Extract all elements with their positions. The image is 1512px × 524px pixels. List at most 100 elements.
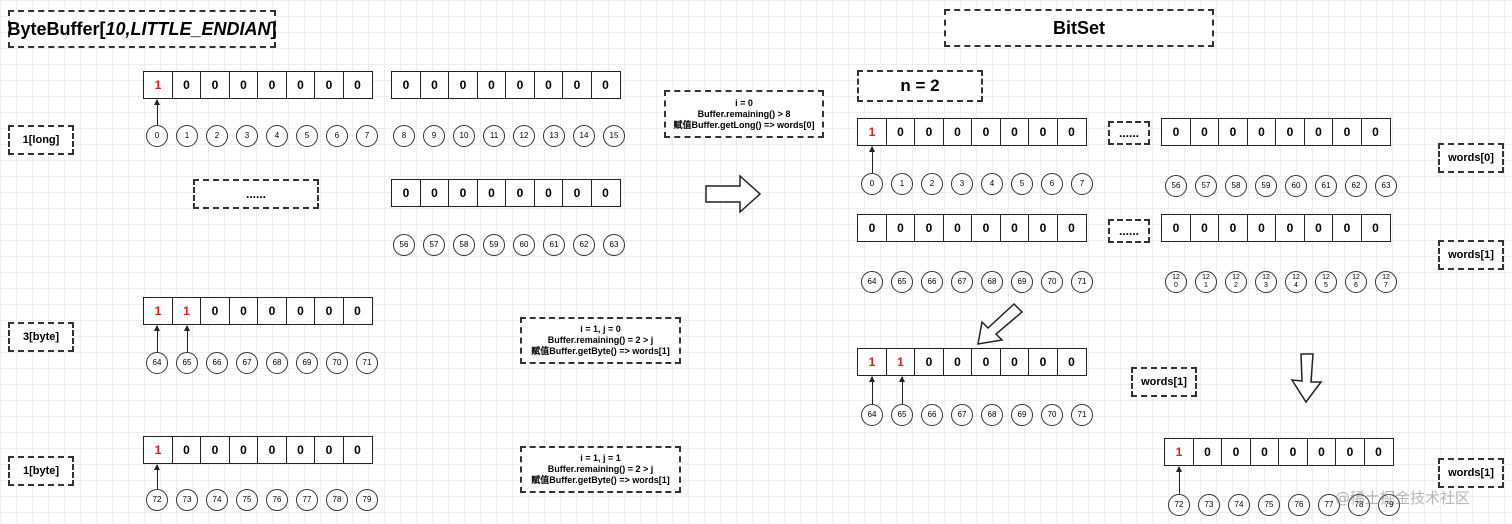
bit-index-circle: 68: [981, 271, 1003, 293]
pointer-arrow: [869, 146, 875, 173]
note-line: 赋值Buffer.getLong() => words[0]: [673, 119, 815, 130]
bit-cell: 0: [1332, 214, 1362, 242]
bit-index-circle: 59: [1255, 175, 1277, 197]
bit-index-circle: 74: [1228, 494, 1250, 516]
bit-index-circle: 66: [921, 271, 943, 293]
bit-cell: 0: [1218, 214, 1248, 242]
bit-cell: 0: [885, 118, 916, 146]
bit-index-circle: 72: [1168, 494, 1190, 516]
bit-cell: 0: [914, 348, 944, 376]
bit-index-circle: 56: [1165, 175, 1187, 197]
bit-index-circle: 58: [1225, 175, 1247, 197]
bit-cell: 0: [419, 179, 450, 207]
note-line: i = 1, j = 0: [580, 324, 621, 334]
bit-index-circle: 58: [453, 234, 475, 256]
bit-cell: 0: [285, 297, 316, 325]
bit-index-circle: 61: [1315, 175, 1337, 197]
bit-index-circle: 73: [176, 489, 198, 511]
bit-index-circle: 68: [981, 404, 1003, 426]
bit-cell: 0: [1275, 118, 1305, 146]
bit-index-circle: 127: [1375, 271, 1397, 293]
bit-index-circle: 4: [266, 125, 288, 147]
bit-index-circle: 71: [1071, 404, 1093, 426]
bit-cell: 0: [505, 179, 535, 207]
bytebuffer-title-prefix: ByteBuffer[: [7, 18, 106, 39]
bit-cell: 0: [533, 179, 564, 207]
bit-index-circle: 70: [1041, 404, 1063, 426]
bit-index-circle: 59: [483, 234, 505, 256]
note-line: Buffer.remaining() = 2 > j: [547, 464, 654, 474]
bit-cell: 0: [448, 71, 478, 99]
bit-index-circle: 126: [1345, 271, 1367, 293]
bit-cell: 0: [1246, 214, 1277, 242]
bit-cell: 0: [257, 297, 287, 325]
bit-cell: 0: [1246, 118, 1277, 146]
bit-cell: 0: [971, 118, 1001, 146]
bit-cell: 0: [1303, 214, 1334, 242]
bit-cell: 0: [562, 179, 592, 207]
bit-cell: 0: [1218, 118, 1248, 146]
bit-index-circle: 13: [543, 125, 565, 147]
bit-cell: 0: [285, 436, 316, 464]
bit-cell: 0: [1192, 438, 1223, 466]
label-1-long: 1[long]: [8, 125, 74, 155]
bit-index-circle: 121: [1195, 271, 1217, 293]
bit-cell: 0: [1056, 118, 1087, 146]
bit-index-circle: 8: [393, 125, 415, 147]
bit-cell: 1: [143, 71, 173, 99]
bit-index-circle: 0: [861, 173, 883, 195]
bit-cell: 0: [942, 118, 973, 146]
bit-cell: 0: [171, 436, 202, 464]
bit-cell: 0: [314, 436, 344, 464]
bit-cell: 0: [1360, 214, 1391, 242]
bit-cell: 0: [448, 179, 478, 207]
bit-cell: 0: [1056, 348, 1087, 376]
bit-index-circle: 60: [513, 234, 535, 256]
bit-cell: 0: [1189, 118, 1220, 146]
arrow-right-icon: [705, 174, 762, 214]
bit-cell: 1: [143, 436, 173, 464]
bit-index-circle: 71: [356, 352, 378, 374]
bit-cell: 0: [1249, 438, 1280, 466]
bit-index-circle: 64: [861, 271, 883, 293]
arrow-down-icon: [1290, 353, 1323, 404]
bit-index-circle: 69: [296, 352, 318, 374]
note-line: Buffer.remaining() > 8: [697, 108, 791, 119]
bit-index-circle: 5: [1011, 173, 1033, 195]
bit-cell: 0: [971, 214, 1001, 242]
bit-cell: 0: [342, 71, 373, 99]
bit-cell: 0: [1161, 214, 1191, 242]
bit-index-circle: 69: [1011, 404, 1033, 426]
bit-cell: 0: [942, 348, 973, 376]
bit-cell: 0: [971, 348, 1001, 376]
bit-cell: 0: [1335, 438, 1365, 466]
bit-index-circle: 77: [1318, 494, 1340, 516]
watermark: @稀土掘金技术社区: [1335, 487, 1470, 508]
bit-index-circle: 0: [146, 125, 168, 147]
bit-cell: 0: [1189, 214, 1220, 242]
bit-cell: 0: [1278, 438, 1308, 466]
bit-cell: 0: [1306, 438, 1337, 466]
bit-cell: 0: [857, 214, 887, 242]
note-line: i = 0: [735, 97, 753, 108]
pointer-arrow: [899, 376, 905, 404]
bit-index-circle: 67: [236, 352, 258, 374]
bit-index-circle: 61: [543, 234, 565, 256]
bit-cell: 1: [1164, 438, 1194, 466]
bit-index-circle: 65: [891, 271, 913, 293]
bit-index-circle: 14: [573, 125, 595, 147]
bit-index-circle: 74: [206, 489, 228, 511]
bit-index-circle: 73: [1198, 494, 1220, 516]
